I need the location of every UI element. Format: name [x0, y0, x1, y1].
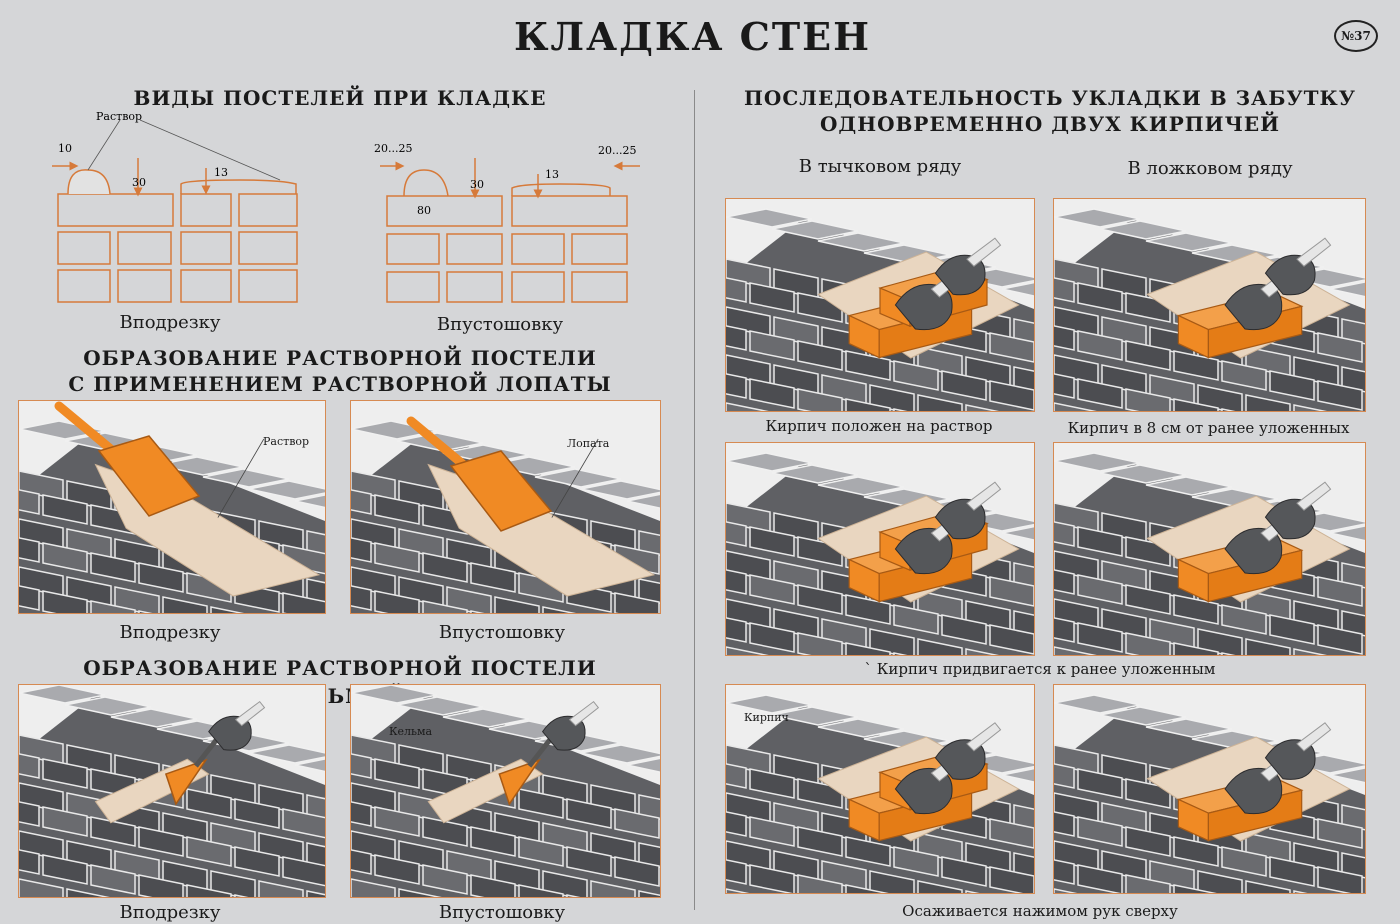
illustration-drawing [726, 452, 1034, 655]
caption-step3: Осаживается нажимом рук сверху [902, 902, 1178, 920]
glove [541, 700, 600, 751]
svg-text:20...25: 20...25 [374, 142, 412, 155]
caption-step2: ` Кирпич придвигается к ранее уложенным [864, 660, 1216, 678]
illustration-drawing [1054, 452, 1365, 655]
stretcher-step2-illustration [1053, 442, 1366, 656]
brick-wall [351, 685, 660, 897]
trowel-heading: ОБРАЗОВАНИЕ РАСТВОРНОЙ ПОСТЕЛИ КЕЛЬМОЙ [83, 656, 597, 708]
svg-text:30: 30 [132, 176, 146, 189]
shovel [406, 416, 553, 532]
svg-text:30: 30 [470, 178, 484, 191]
header-step1-illustration [725, 198, 1035, 412]
column-header-stretcher-row: В ложковом ряду [1127, 158, 1293, 179]
svg-text:10: 10 [58, 142, 72, 155]
header-step3-illustration: Кирпич [725, 684, 1035, 894]
glove [1264, 481, 1332, 540]
caption-hollow: Впустошовку [436, 314, 564, 335]
shovel-label: Лопата [567, 437, 610, 450]
illustration-drawing [726, 208, 1034, 411]
svg-text:80: 80 [417, 204, 431, 217]
column-header-header-row: В тычковом ряду [798, 156, 962, 177]
stretcher-step1-illustration [1053, 198, 1366, 412]
glove [934, 722, 1002, 780]
mortar-label: Раствор [96, 110, 142, 123]
shovel-mortar-label: Раствор [263, 435, 310, 448]
trowel-undercut-illustration [18, 684, 326, 898]
svg-text:13: 13 [214, 166, 228, 179]
illustration-drawing [19, 401, 325, 613]
caption-step1-right: Кирпич в 8 см от ранее уложенных [1067, 419, 1350, 437]
illustration-drawing [19, 685, 325, 897]
glove [208, 700, 266, 751]
stretcher-step3-illustration [1053, 684, 1366, 894]
glove [1264, 237, 1332, 296]
illustration-drawing [726, 694, 1034, 893]
illustration-drawing [1054, 208, 1365, 411]
caption-undercut: Вподрезку [119, 312, 221, 333]
illustration-drawing [1054, 694, 1365, 893]
brick-wall [19, 685, 325, 897]
shovel-undercut-illustration: Раствор [18, 400, 326, 614]
bed-types-diagram: Раствор 10 30 13 20...25 30 80 13 20...2… [52, 110, 640, 303]
svg-text:13: 13 [545, 168, 559, 181]
trowel-label: Кельма [389, 725, 433, 738]
caption-trowel-undercut: Вподрезку [119, 902, 221, 923]
header-step2-illustration [725, 442, 1035, 656]
brick-wall [726, 694, 1034, 893]
shovel [54, 401, 201, 517]
poster-number-badge: №37 [1334, 20, 1378, 52]
caption-shovel-undercut: Вподрезку [119, 622, 221, 643]
shovel-heading-2: С ПРИМЕНЕНИЕМ РАСТВОРНОЙ ЛОПАТЫ [68, 372, 612, 396]
brick-label: Кирпич [744, 711, 789, 724]
svg-text:20...25: 20...25 [598, 144, 636, 157]
illustration-drawing [351, 416, 660, 613]
caption-trowel-hollow: Впустошовку [438, 902, 566, 923]
brick-wall [1054, 208, 1365, 411]
sequence-heading-2: ОДНОВРЕМЕННО ДВУХ КИРПИЧЕЙ [820, 112, 1280, 136]
shovel-hollow-illustration: Лопата [350, 400, 661, 614]
shovel-heading-1: ОБРАЗОВАНИЕ РАСТВОРНОЙ ПОСТЕЛИ [83, 346, 597, 370]
illustration-drawing [351, 685, 660, 897]
sequence-heading-1: ПОСЛЕДОВАТЕЛЬНОСТЬ УКЛАДКИ В ЗАБУТКУ [744, 86, 1356, 110]
glove [934, 237, 1002, 296]
glove [1264, 722, 1332, 780]
trowel-hollow-illustration: Кельма [350, 684, 661, 898]
glove [934, 481, 1002, 540]
beds-heading: ВИДЫ ПОСТЕЛЕЙ ПРИ КЛАДКЕ [133, 86, 547, 110]
poster-title: КЛАДКА СТЕН [513, 14, 872, 59]
caption-shovel-hollow: Впустошовку [438, 622, 566, 643]
caption-step1-left: Кирпич положен на раствор [765, 417, 993, 435]
column-divider [694, 90, 695, 910]
